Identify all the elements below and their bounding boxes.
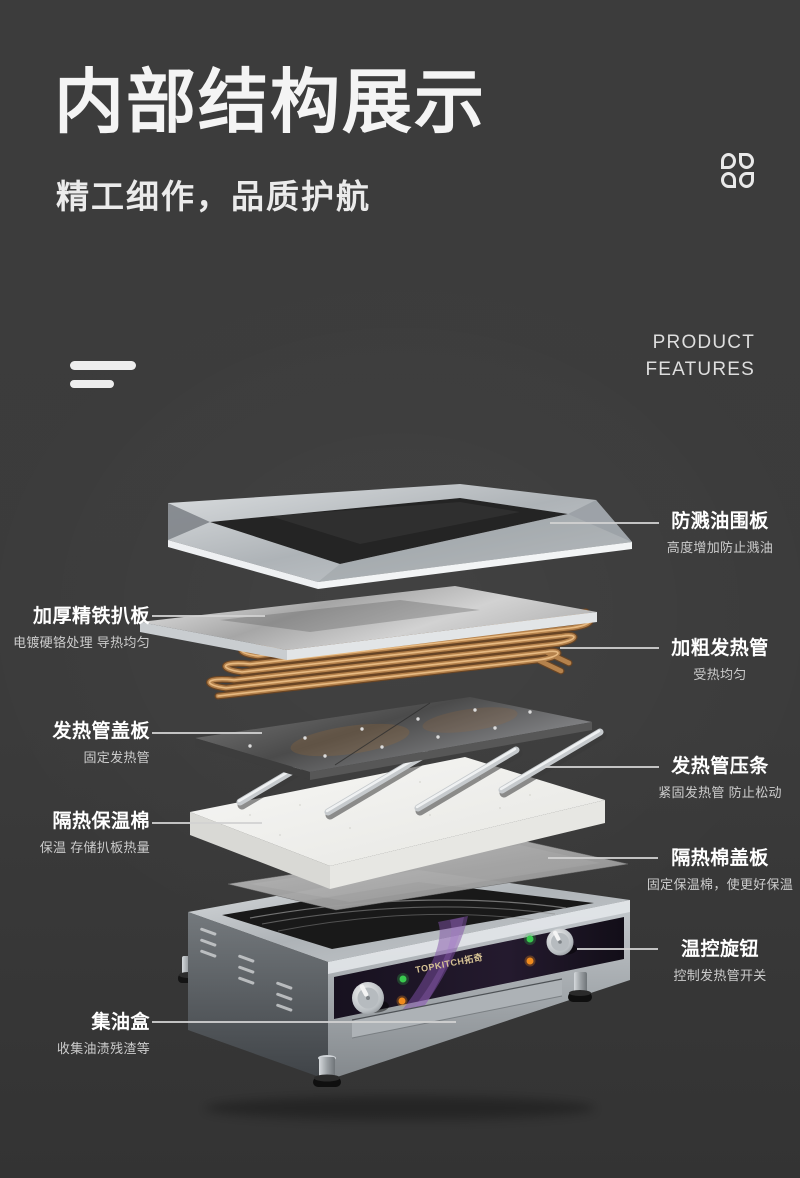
callout-tube-press-strip: 发热管压条 紧固发热管 防止松动 [655,751,785,801]
callout-desc: 控制发热管开关 [673,968,767,983]
control-panel: TOPKITCH拓奇 [334,916,624,1019]
callout-desc: 保温 存储扒板热量 [39,840,150,855]
product-features-label: PRODUCT FEATURES [645,330,755,384]
product-features-line1: PRODUCT [652,332,755,353]
callout-temperature-knob: 温控旋钮 控制发热管开关 [655,934,785,984]
exploded-view-illustration: TOPKITCH拓奇 [140,484,632,1120]
temperature-knob-right [546,928,577,956]
callout-title: 发热管盖板 [52,721,150,742]
indicator-light-green [397,933,536,985]
leader-line-splash-guard [550,522,659,524]
callout-desc: 受热均匀 [693,667,747,682]
clover-petal [739,153,754,169]
callout-desc: 收集油渍残渣等 [56,1041,150,1056]
leader-line-cotton-cover [548,857,658,859]
insulation-cotton-graphic [190,757,605,889]
callout-iron-griddle-plate: 加厚精铁扒板 电镀硬铬处理 导热均匀 [0,601,150,651]
leader-line-griddle-plate [152,615,265,617]
leader-line-insulation [152,822,262,824]
callout-title: 加粗发热管 [671,638,769,659]
page-title: 内部结构展示 [54,63,486,141]
machine-body-graphic: TOPKITCH拓奇 [178,870,630,1087]
griddle-plate-graphic [140,586,597,660]
tube-cover-plate-graphic [195,697,592,780]
callout-oil-collection-box: 集油盒 收集油渍残渣等 [0,1007,150,1057]
callout-title: 隔热保温棉 [52,811,150,832]
callout-title: 隔热棉盖板 [671,848,769,869]
callout-title: 防溅油围板 [671,511,769,532]
wire-rack [249,899,567,919]
temperature-knob-left [352,982,389,1014]
callout-desc: 电镀硬铬处理 导热均匀 [13,635,150,650]
clover-petal [721,153,736,169]
product-features-line2: FEATURES [645,358,755,380]
callout-title: 发热管压条 [671,756,769,777]
callout-desc: 固定保温棉，使更好保温 [646,877,794,892]
machine-foot [568,972,592,1002]
louver-vents [200,927,293,1012]
callout-thick-heating-tube: 加粗发热管 受热均匀 [655,633,785,683]
decorative-bar [70,380,114,388]
callout-title: 集油盒 [91,1012,150,1033]
callout-splash-guard-panel: 防溅油围板 高度增加防止溅油 [655,506,785,556]
callout-title: 加厚精铁扒板 [32,606,150,627]
rivets [248,708,532,758]
clover-petal [721,172,736,188]
callout-cotton-cover-plate: 隔热棉盖板 固定保温棉，使更好保温 [647,843,793,893]
leader-line-tube-cover [152,732,262,734]
oil-drawer [351,978,563,1039]
clover-logo-icon [721,153,757,191]
clover-petal [739,172,754,188]
callout-insulation-cotton: 隔热保温棉 保温 存储扒板热量 [0,806,150,856]
splash-guard-graphic [168,484,632,589]
callout-desc: 高度增加防止溅油 [666,540,774,555]
callout-title: 温控旋钮 [680,939,759,960]
machine-foot [313,1055,341,1087]
ground-shadow [205,1096,595,1120]
page-subtitle: 精工细作，品质护航 [56,178,371,215]
callout-tube-cover-plate: 发热管盖板 固定发热管 [0,716,150,766]
callout-desc: 固定发热管 [83,750,150,765]
leader-line-knob [577,948,658,950]
callout-desc: 紧固发热管 防止松动 [658,785,782,800]
panel-purple-swoosh [400,916,468,1013]
leader-line-press-strip [545,766,659,768]
decorative-bar [70,361,136,370]
leader-line-oil-box [152,1021,456,1023]
indicator-light-orange [396,955,536,1007]
leader-line-heating-tube [560,647,659,649]
